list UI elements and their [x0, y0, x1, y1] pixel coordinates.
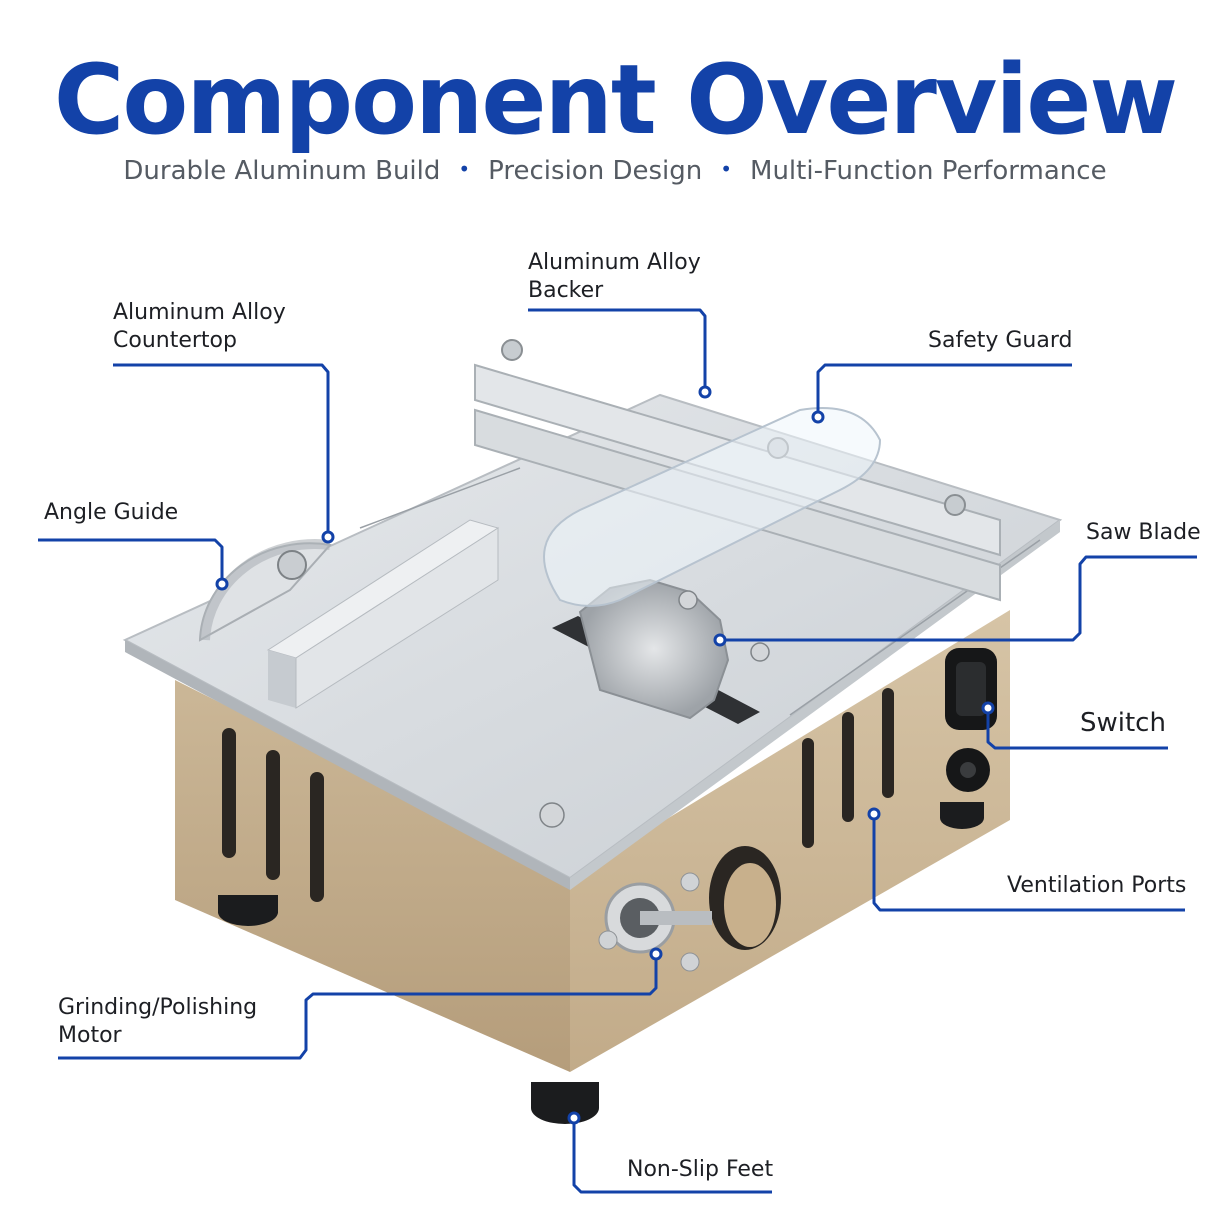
label-grinding-polishing-motor: Grinding/Polishing Motor	[58, 995, 258, 1048]
motor-shaft	[598, 872, 712, 972]
page-title: Component Overview	[53, 44, 1178, 156]
label-ventilation-ports: Ventilation Ports	[1007, 873, 1187, 898]
housing-right-face	[570, 610, 1010, 1072]
label-aluminum-alloy-countertop: Aluminum Alloy Countertop	[113, 300, 286, 353]
subtitle-item-2: Precision Design	[488, 156, 703, 186]
bullet-separator: •	[458, 157, 471, 181]
label-saw-blade: Saw Blade	[1086, 520, 1201, 545]
callout-dots	[215, 385, 995, 1125]
safety-guard	[543, 407, 882, 607]
subtitle-item-3: Multi-Function Performance	[750, 156, 1107, 186]
angle-guide	[198, 519, 500, 709]
label-aluminum-alloy-backer: Aluminum Alloy Backer	[528, 250, 701, 303]
vent-slots-left	[222, 728, 324, 902]
label-switch: Switch	[1080, 708, 1166, 738]
table-screws	[539, 590, 770, 828]
vent-slots-right	[802, 688, 894, 848]
subtitle-item-1: Durable Aluminum Build	[123, 156, 441, 186]
subtitle: Durable Aluminum Build • Precision Design •…	[0, 156, 1230, 186]
label-non-slip-feet: Non-Slip Feet	[627, 1157, 774, 1182]
bullet-separator: •	[720, 157, 733, 181]
callout-lines	[38, 308, 1197, 1194]
label-safety-guard: Safety Guard	[928, 328, 1073, 353]
rubber-feet	[218, 802, 984, 1124]
label-angle-guide: Angle Guide	[44, 500, 179, 525]
